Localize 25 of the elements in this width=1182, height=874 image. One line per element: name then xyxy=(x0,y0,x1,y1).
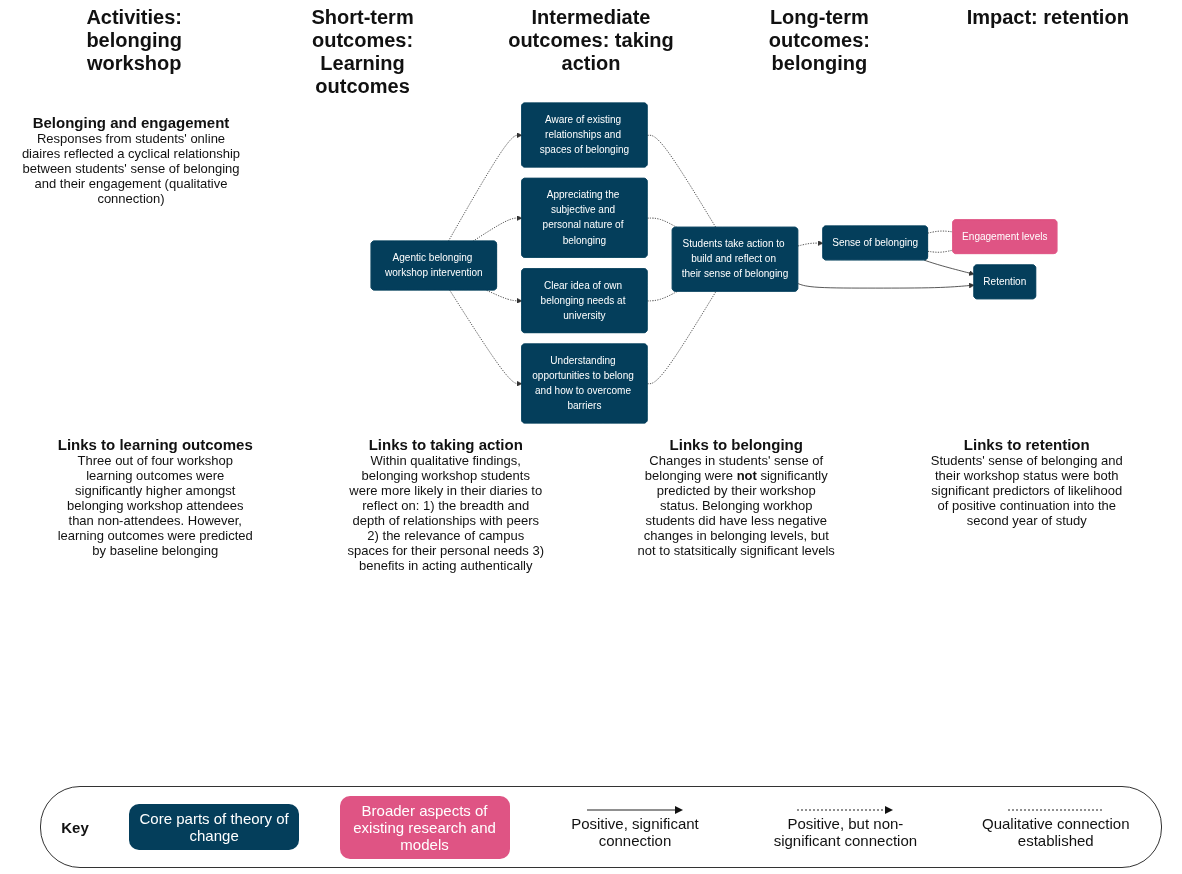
note-text: Three out of four workshop learning outcomes were significantly higher amongst belonging workshop attendees than non-attendees. However, learning outcomes were predicted by baseline belonging xyxy=(57,453,253,558)
note-heading: Links to belonging xyxy=(668,436,804,453)
note-heading: Links to retention xyxy=(962,436,1091,453)
legend-swatch: Broader aspects of existing research and models xyxy=(339,795,510,859)
column-heading: Short-term outcomes: Learning outcomes xyxy=(310,6,415,98)
column-heading: Impact: retention xyxy=(965,6,1130,30)
connector xyxy=(647,134,717,228)
legend-text: Positive, but non-significant connection xyxy=(772,815,919,849)
note-heading: Links to taking action xyxy=(367,436,524,453)
connector xyxy=(647,291,678,302)
note-text: Students' sense of belonging and their workshop status were both significant predictors of likelihood of positive continuation into the second year of study xyxy=(930,453,1123,528)
legend-text: Qualitative connection established xyxy=(980,815,1131,849)
legend-swatch: Core parts of theory of change xyxy=(129,804,300,850)
column-heading: Intermediate outcomes: taking action xyxy=(507,6,675,76)
note-heading: Belonging and engagement xyxy=(31,114,231,131)
note-text: Within qualitative findings, belonging workshop students were more likely in their diaries to reflect on: 1) the breadth and depth of relationships with peers 2) the relevance of campus spaces for their personal needs 3) benefits in acting authentically xyxy=(347,453,545,573)
note-text: Responses from students' online diaires reflected a cyclical relationship between students' sense of belonging and their engagement (qualitative connection) xyxy=(21,131,241,206)
connector xyxy=(647,291,717,385)
note-text: Changes in students' sense of belonging were not significantly predicted by their workshop status. Belonging workhop students did have less negative changes in belonging levels, but not to statsitically significant levels xyxy=(637,453,835,558)
connector xyxy=(647,217,678,228)
key-heading: Key xyxy=(61,818,89,836)
column-heading: Activities: belonging workshop xyxy=(85,6,183,76)
legend-text: Positive, significant connection xyxy=(570,815,700,849)
note-heading: Links to learning outcomes xyxy=(56,436,254,453)
column-heading: Long-term outcomes: belonging xyxy=(767,6,871,76)
